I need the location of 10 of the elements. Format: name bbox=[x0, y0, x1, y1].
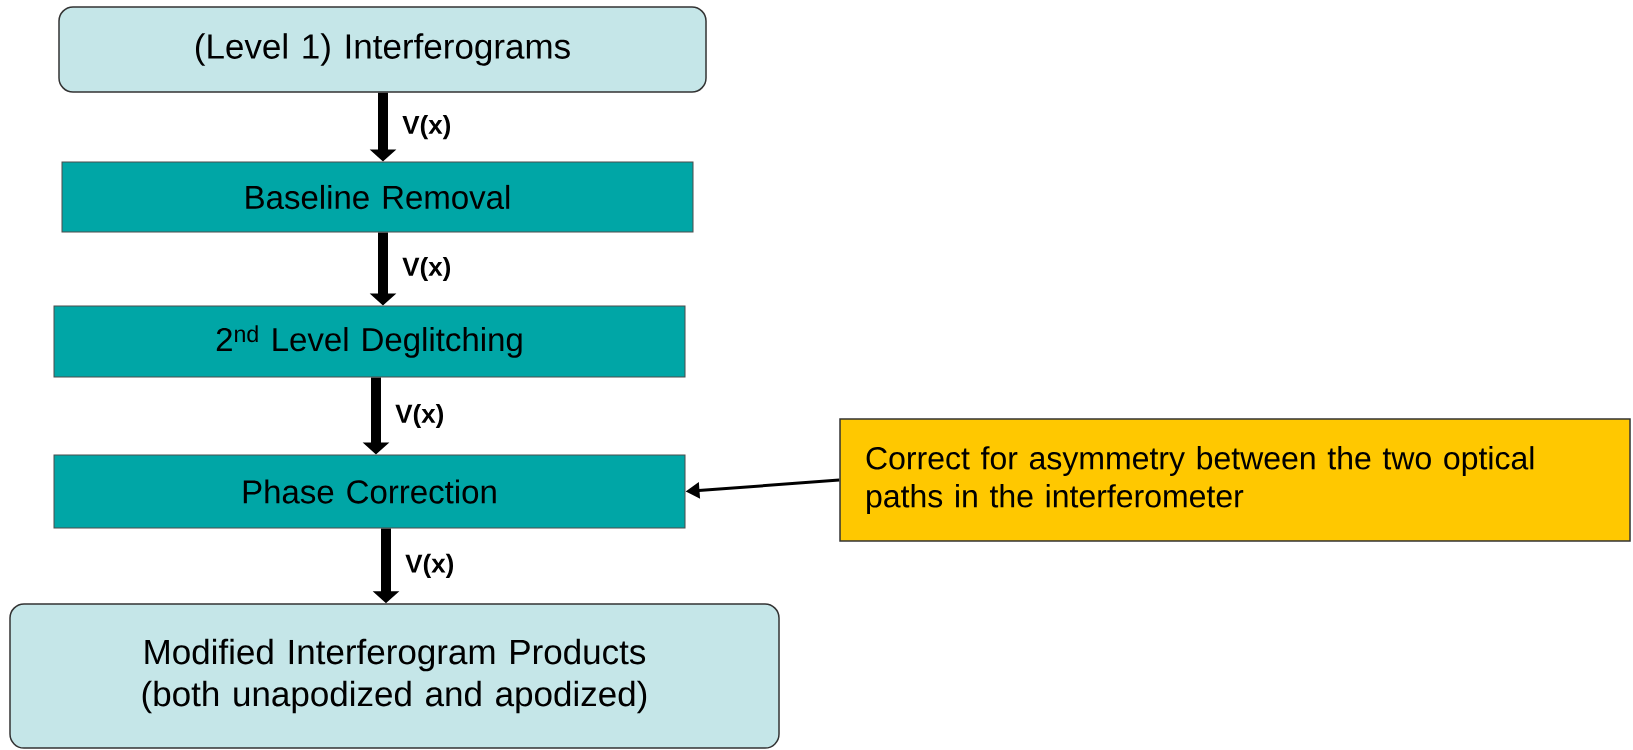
edge-label: V(x) bbox=[395, 403, 444, 429]
note-box: Correct for asymmetry between the two optical paths in the interferometer bbox=[839, 418, 1631, 542]
edge-label: V(x) bbox=[402, 256, 451, 282]
edge-label: V(x) bbox=[405, 553, 454, 578]
process-box: 2$^{nd}$ Level Deglitching bbox=[53, 305, 686, 378]
process-box: Baseline Removal bbox=[61, 161, 694, 233]
process-box: Phase Correction bbox=[53, 454, 686, 529]
process-box: Modified Interferogram Products (both unapodized and apodized) bbox=[9, 603, 780, 749]
process-box: (Level 1) Interferograms bbox=[58, 6, 707, 93]
edge-label: V(x) bbox=[402, 115, 451, 140]
